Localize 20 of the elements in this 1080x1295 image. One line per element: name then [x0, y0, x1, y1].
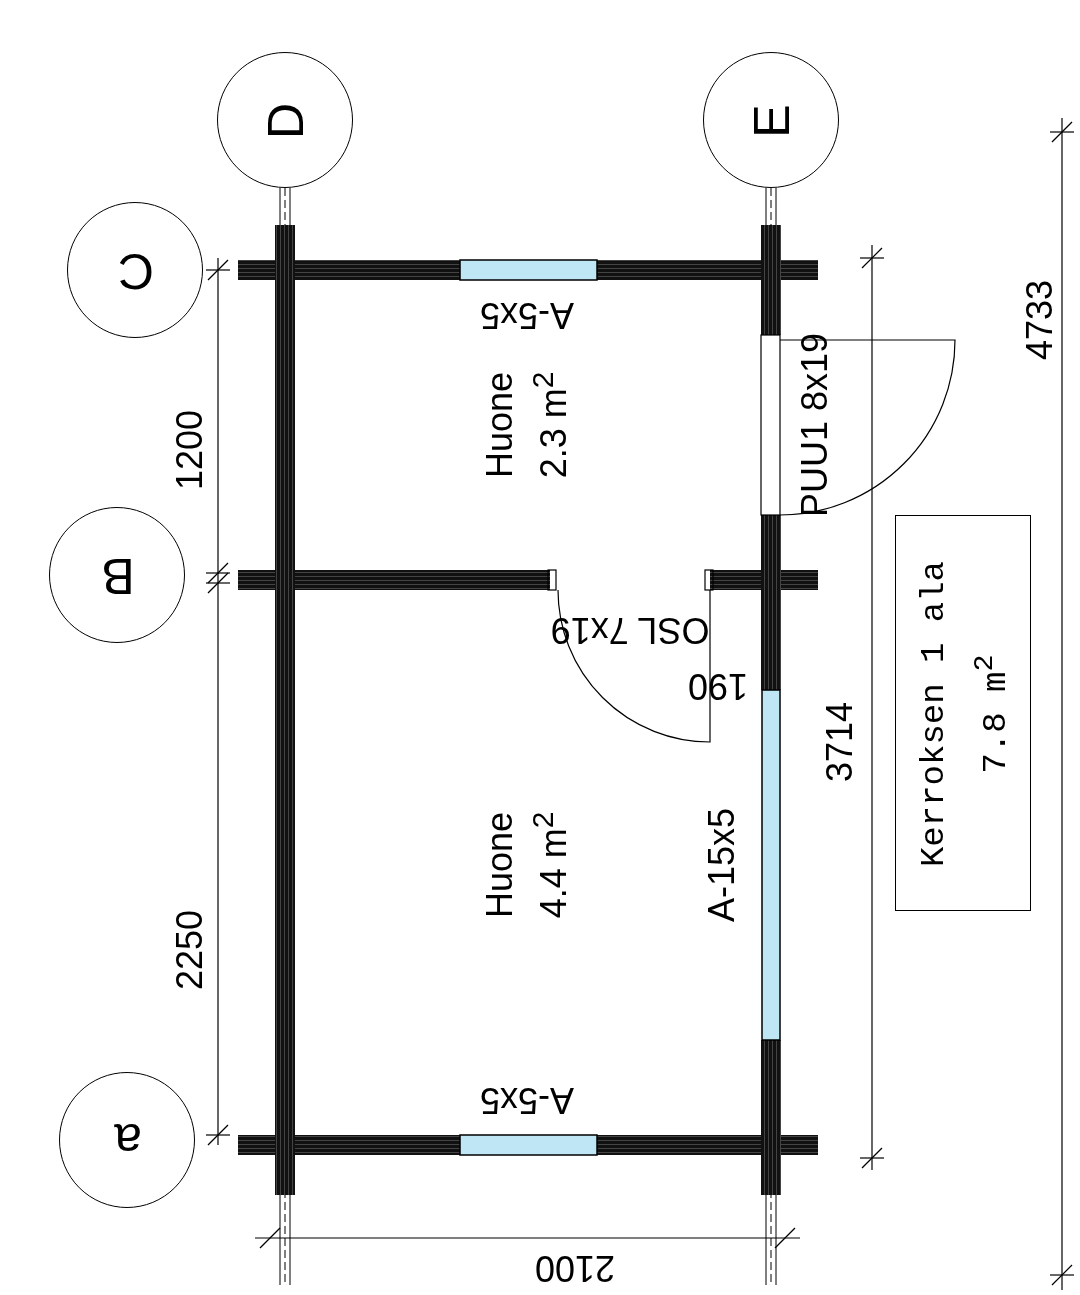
grid-letter: E: [747, 104, 797, 138]
door-tag: PUU1 8x19: [797, 332, 833, 518]
grid-letter: a: [114, 1116, 142, 1166]
dimension-value: 190: [687, 668, 749, 704]
window-tag: A-5x5: [480, 297, 574, 333]
dimension-value: 2100: [534, 1250, 616, 1286]
grid-letter: B: [101, 551, 135, 601]
dimension-value: 4733: [1022, 279, 1058, 361]
area-title: Kerroksen 1 ala: [917, 560, 951, 868]
area-box: [895, 515, 1031, 911]
dimension-value: 2250: [172, 909, 208, 991]
grid-letter: C: [117, 246, 155, 296]
window-tag: A-5x5: [480, 1082, 574, 1118]
dimension-value: 1200: [172, 409, 208, 491]
grid-letter: D: [261, 102, 311, 140]
door-tag: OSL 7x19: [550, 612, 710, 648]
room-name: Huone: [482, 811, 518, 919]
room-name: Huone: [482, 371, 518, 479]
window-tag: A-15x5: [704, 807, 740, 923]
dimension-value: 3714: [822, 701, 858, 783]
